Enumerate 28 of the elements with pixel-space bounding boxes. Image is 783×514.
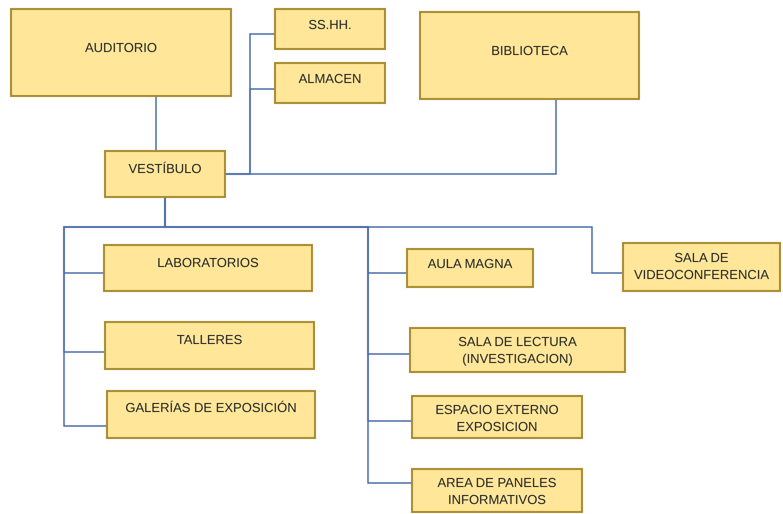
room-box <box>104 150 226 198</box>
room-box <box>106 390 316 439</box>
room-box <box>411 395 583 439</box>
connector-line <box>155 97 157 150</box>
room-label: LABORATORIOS <box>156 254 260 271</box>
room-box <box>274 62 386 104</box>
room-label: GALERÍAS DE EXPOSICIÓN <box>124 399 298 416</box>
room-box <box>406 248 534 288</box>
room-label: AUDITORIO <box>84 39 158 56</box>
room-box <box>622 242 781 292</box>
room-label: SALA DE LECTURA (INVESTIGACION) <box>457 333 578 367</box>
room-box <box>103 244 313 292</box>
room-label: SS.HH. <box>307 16 353 33</box>
room-label: BIBLIOTECA <box>490 42 569 59</box>
room-box <box>409 327 626 373</box>
room-label: SALA DE VIDEOCONFERENCIA <box>632 249 770 283</box>
room-label: TALLERES <box>176 331 244 348</box>
room-label: ESPACIO EXTERNO EXPOSICION <box>434 401 560 435</box>
room-box <box>104 321 315 370</box>
room-box <box>10 8 232 97</box>
room-box <box>419 11 640 100</box>
room-label: AREA DE PANELES INFORMATIVOS <box>436 474 558 508</box>
connector-line <box>226 100 557 175</box>
room-box <box>411 468 583 513</box>
room-label: VESTÍBULO <box>128 160 202 177</box>
room-label: ALMACEN <box>298 70 362 87</box>
room-label: AULA MAGNA <box>426 255 514 272</box>
room-box <box>274 8 386 50</box>
